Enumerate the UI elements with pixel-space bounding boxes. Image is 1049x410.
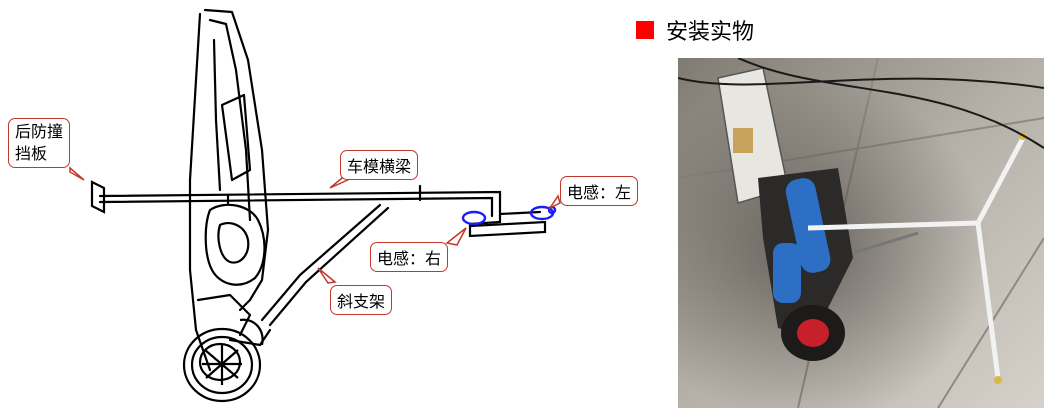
inductor-left-label: 电感：左 (560, 176, 639, 206)
installation-photo (678, 58, 1044, 408)
crossbeam-label: 车模横梁 (340, 150, 419, 180)
diagonal-brace-label: 斜支架 (330, 285, 393, 315)
inductor-right-label: 电感：右 (370, 242, 449, 272)
diagonal-brace-sketch (260, 203, 390, 327)
wheel-sketch (182, 318, 264, 403)
red-square-icon (636, 21, 654, 39)
callout-pointers (69, 166, 561, 284)
inductor-right-icon (461, 210, 487, 226)
rear-bumper-label: 后防撞 挡板 (8, 118, 71, 168)
photo-section-title-text: 安装实物 (666, 20, 755, 45)
photo-section-title: 安装实物 (636, 14, 754, 46)
crossbeam-sketch (90, 180, 547, 238)
inductor-icons (461, 205, 557, 226)
chassis-sketch (188, 8, 272, 372)
